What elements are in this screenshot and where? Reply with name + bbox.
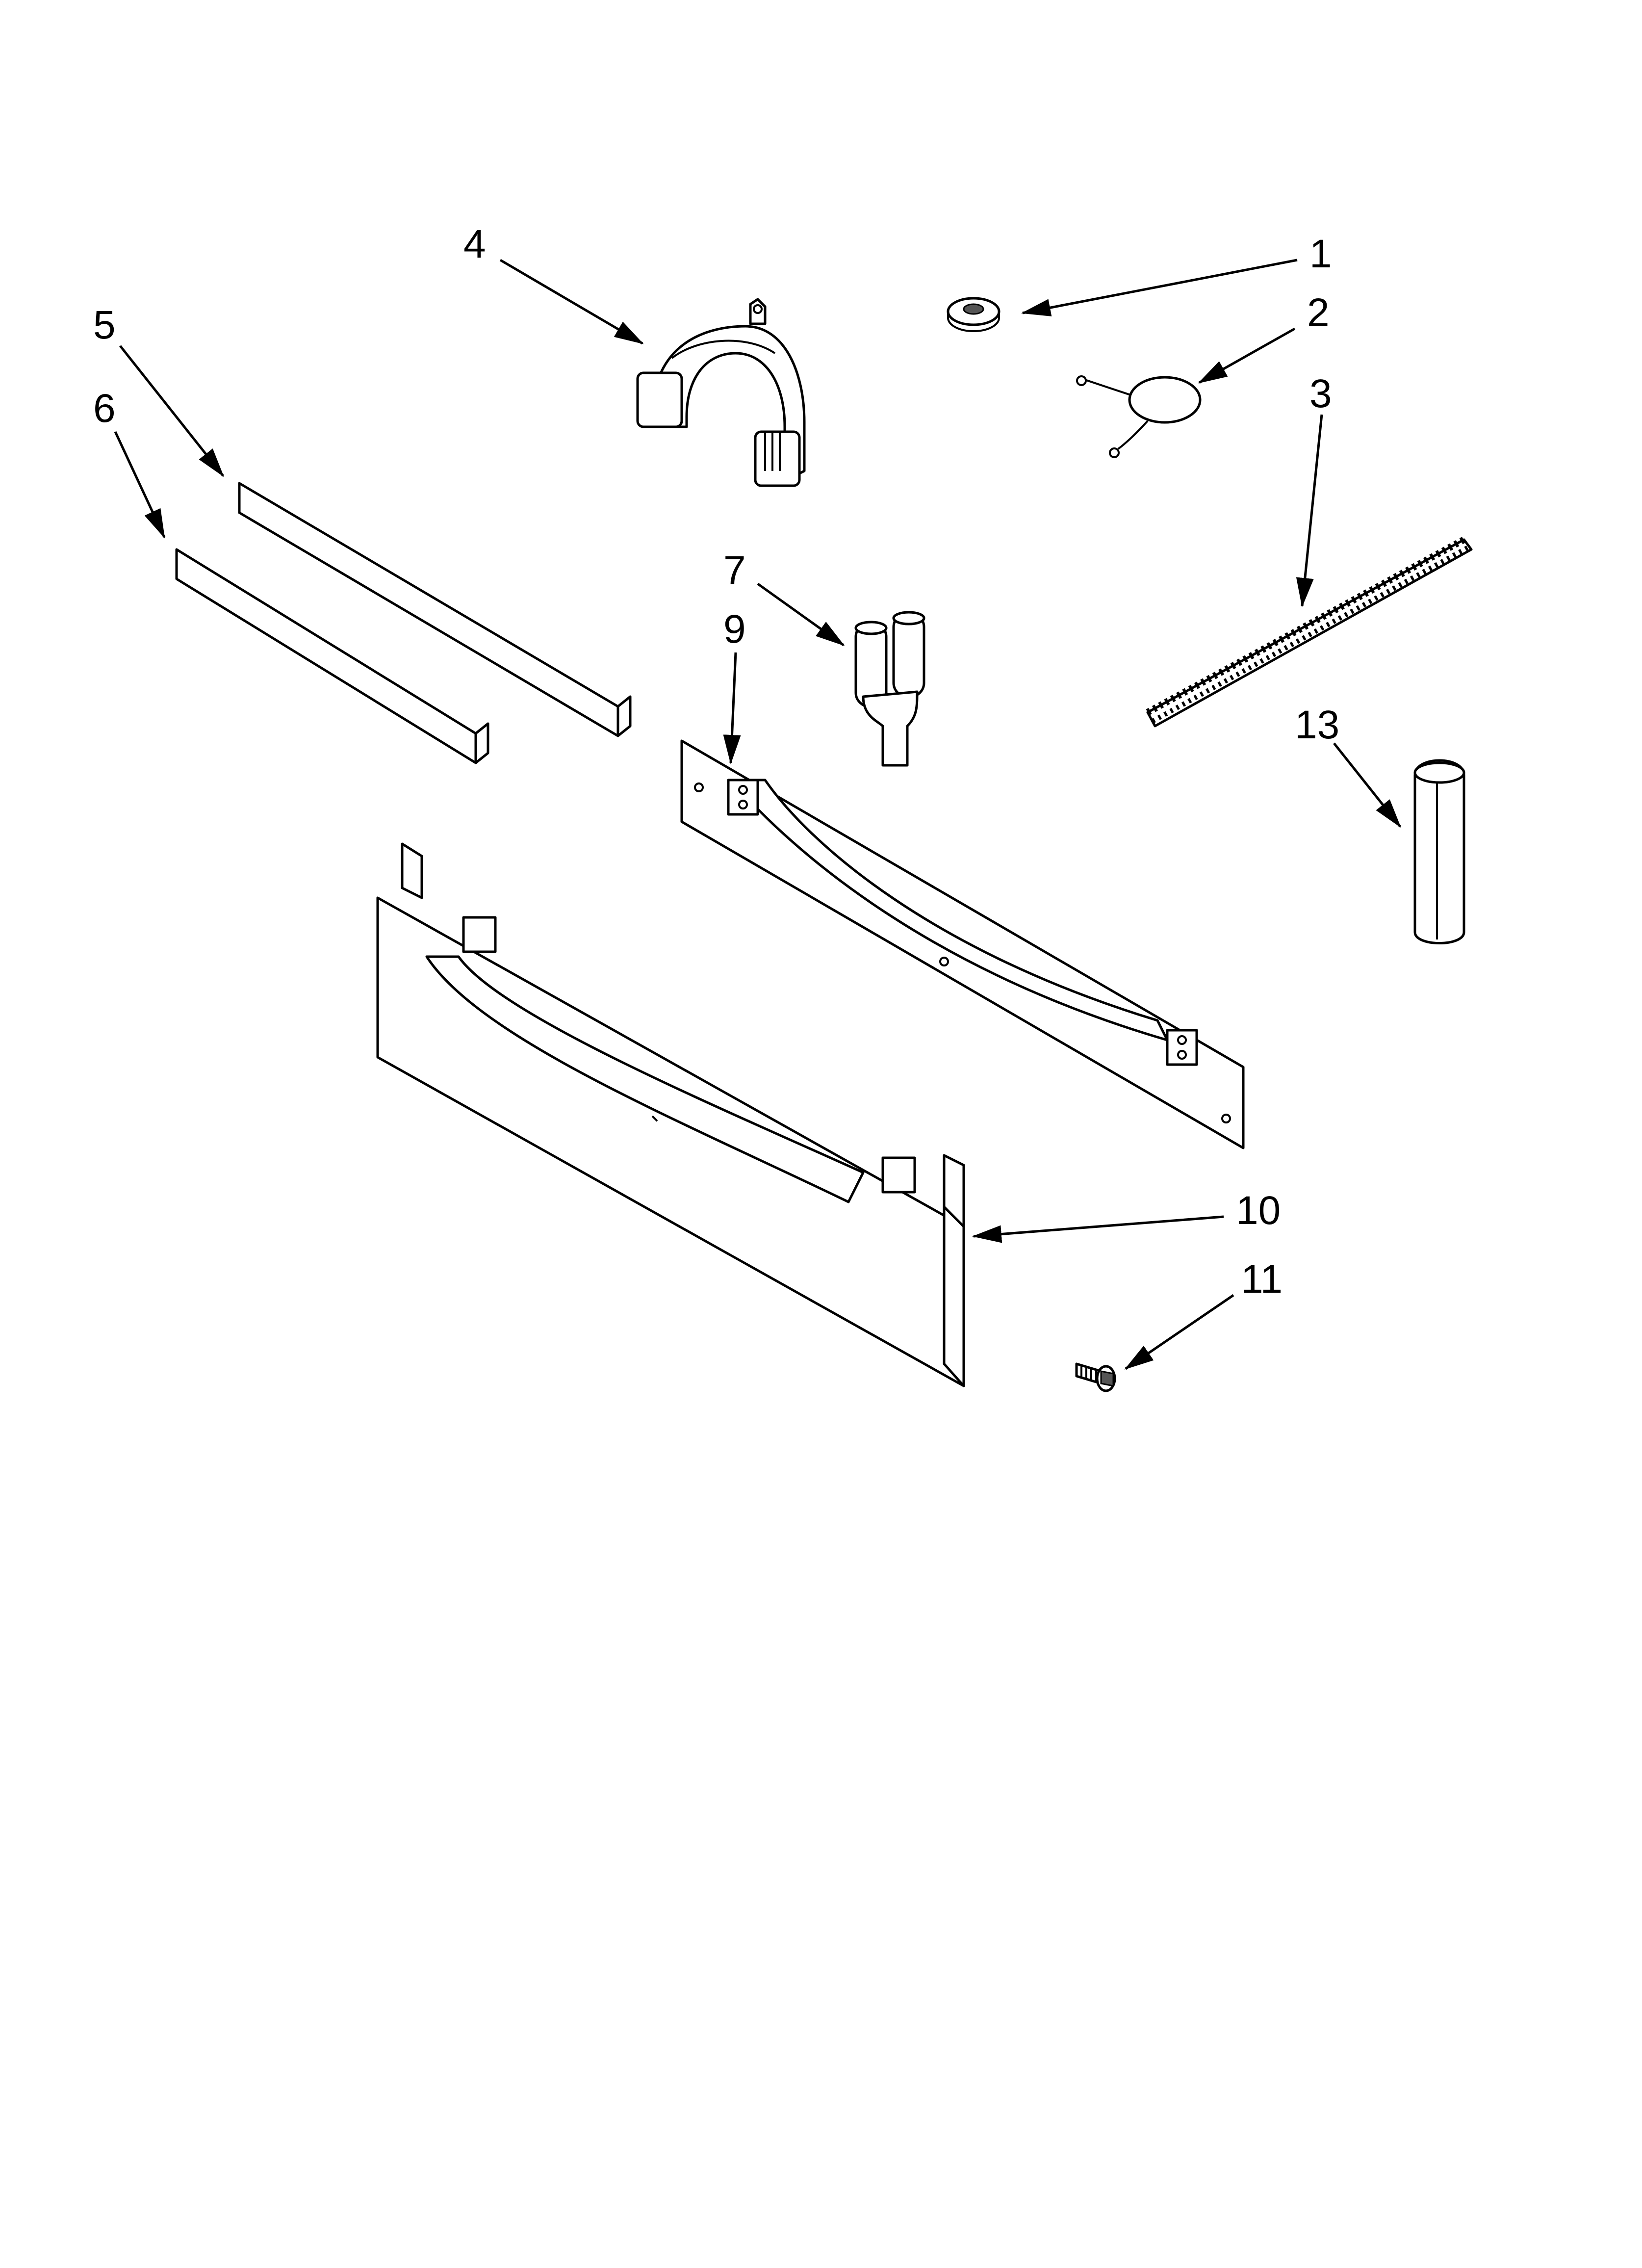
leader-7 (757, 582, 845, 647)
part-9-rear-panel (680, 739, 1245, 1149)
part-4-hose-clamp (636, 298, 806, 487)
callout-6: 6 (93, 386, 116, 431)
callout-3: 3 (1309, 371, 1332, 416)
leader-9 (723, 652, 741, 764)
part-2-disc-lead (1076, 375, 1202, 458)
callout-13: 13 (1295, 703, 1339, 747)
leader-1 (1021, 259, 1298, 316)
callout-11: 11 (1241, 1257, 1283, 1302)
callout-5: 5 (93, 303, 116, 347)
callout-4: 4 (463, 222, 486, 266)
part-11-screw (1075, 1362, 1116, 1392)
part-10-front-panel (376, 842, 965, 1387)
part-1-grommet (947, 297, 1001, 332)
leader-6 (114, 431, 166, 539)
part-3-serrated-strip (1146, 536, 1473, 728)
part-6-angle-strip (175, 548, 489, 764)
callout-10: 10 (1236, 1188, 1281, 1233)
leader-10 (972, 1215, 1224, 1243)
part-13-tube (1413, 759, 1465, 944)
leader-3 (1296, 414, 1323, 607)
callout-labels: 1 2 3 4 5 6 7 9 10 11 13 (93, 222, 1339, 1302)
leader-13 (1333, 742, 1401, 828)
callout-9: 9 (723, 607, 746, 652)
leader-11 (1124, 1294, 1234, 1370)
part-7-y-connector (854, 611, 925, 767)
leader-4 (499, 259, 644, 345)
leader-lines (114, 259, 1401, 1370)
callout-1: 1 (1309, 232, 1332, 276)
callout-7: 7 (723, 548, 746, 593)
part-5-angle-strip (238, 482, 632, 737)
leader-2 (1198, 327, 1296, 384)
callout-2: 2 (1307, 290, 1330, 335)
leader-5 (119, 345, 224, 477)
